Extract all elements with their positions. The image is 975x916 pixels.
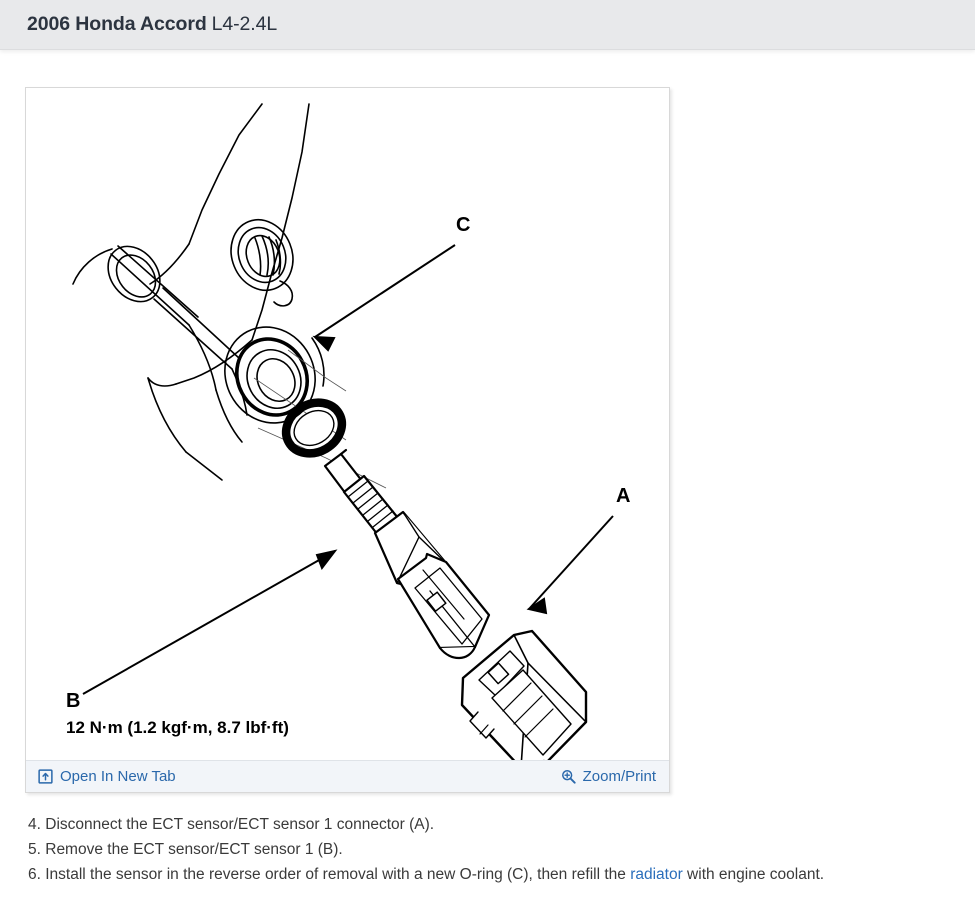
- ect-connector-part: [460, 629, 588, 760]
- external-link-icon: [38, 769, 53, 784]
- step-number: 5.: [28, 841, 41, 858]
- step-text: Disconnect the ECT sensor/ECT sensor 1 c…: [40, 816, 435, 833]
- step-text: Install the sensor in the reverse order …: [40, 866, 631, 883]
- radiator-link[interactable]: radiator: [630, 866, 683, 883]
- open-in-new-tab-button[interactable]: Open In New Tab: [38, 768, 176, 785]
- ect-sensor-diagram-svg: C A B 12 N·m (1.2 kgf·m, 8.7 lbf·ft): [26, 88, 669, 760]
- step-text-after: with engine coolant.: [682, 866, 825, 883]
- callout-leaders: [82, 244, 614, 695]
- zoom-print-label: Zoom/Print: [582, 768, 656, 785]
- step-number: 6.: [28, 866, 41, 883]
- diagram-background: [26, 88, 669, 760]
- figure-toolbar: Open In New Tab Zoom/Print: [26, 760, 669, 792]
- figure-card: C A B 12 N·m (1.2 kgf·m, 8.7 lbf·ft) Ope…: [25, 87, 670, 793]
- ect-sensor-part: [323, 448, 491, 660]
- magnifier-plus-icon: [561, 769, 576, 784]
- step-item: 4. Disconnect the ECT sensor/ECT sensor …: [28, 812, 958, 837]
- step-item: 5. Remove the ECT sensor/ECT sensor 1 (B…: [28, 837, 958, 862]
- o-ring-part: [281, 398, 347, 458]
- open-in-new-tab-label: Open In New Tab: [60, 768, 176, 785]
- step-item: 6. Install the sensor in the reverse ord…: [28, 862, 958, 887]
- vehicle-engine: L4-2.4L: [211, 13, 278, 35]
- step-number: 4.: [28, 816, 41, 833]
- diagram-image[interactable]: C A B 12 N·m (1.2 kgf·m, 8.7 lbf·ft): [26, 88, 669, 760]
- callout-label-c: C: [456, 214, 470, 236]
- step-text: Remove the ECT sensor/ECT sensor 1 (B).: [40, 841, 343, 858]
- procedure-steps: 4. Disconnect the ECT sensor/ECT sensor …: [28, 812, 958, 887]
- zoom-print-button[interactable]: Zoom/Print: [561, 768, 656, 785]
- torque-spec-label: 12 N·m (1.2 kgf·m, 8.7 lbf·ft): [66, 718, 289, 737]
- vehicle-make-model: 2006 Honda Accord: [27, 13, 207, 35]
- callout-label-a: A: [616, 485, 630, 507]
- callout-label-b: B: [66, 690, 80, 712]
